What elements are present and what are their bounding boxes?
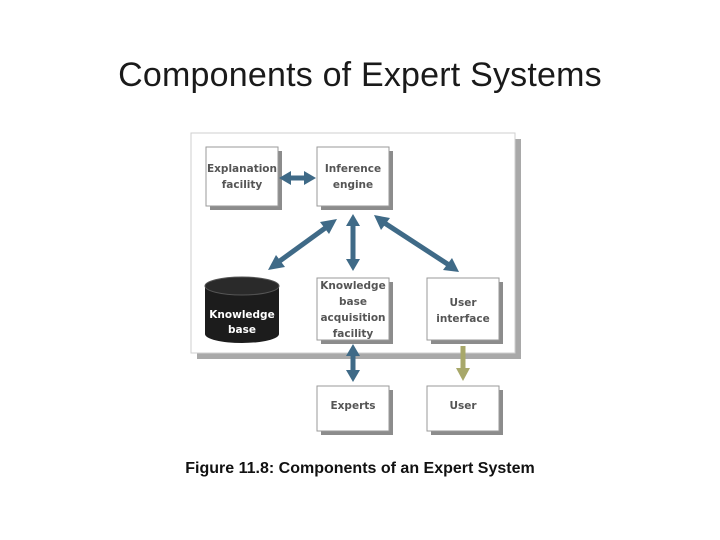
user-interface-box: User interface (426, 277, 503, 344)
figure-caption: Figure 11.8: Components of an Expert Sys… (185, 460, 535, 477)
inference-engine-box: Inference engine (316, 146, 393, 210)
arrow-inference-user-interface (374, 215, 459, 272)
kb-acquisition-label-1: Knowledge (320, 280, 385, 292)
inference-engine-label-2: engine (333, 179, 373, 191)
user-interface-label-1: User (449, 297, 477, 309)
experts-label: Experts (330, 400, 375, 412)
experts-box: Experts (316, 385, 393, 435)
arrow-inference-knowledge-base (268, 219, 337, 270)
arrow-explanation-inference (279, 171, 316, 185)
kb-acquisition-label-4: facility (333, 328, 374, 340)
arrow-kb-acquisition-experts (346, 344, 360, 382)
knowledge-base-label-1: Knowledge (209, 309, 274, 321)
user-box: User (426, 385, 503, 435)
knowledge-base-acquisition-facility-box: Knowledge base acquisition facility (316, 277, 393, 344)
inference-engine-label-1: Inference (325, 163, 381, 175)
slide-title: Components of Expert Systems (118, 56, 602, 94)
knowledge-base-cylinder: Knowledge base (204, 276, 280, 343)
user-interface-label-2: interface (436, 313, 489, 325)
arrow-inference-kb-acquisition (346, 214, 360, 271)
arrow-user-interface-user (456, 346, 470, 381)
explanation-facility-label-1: Explanation (207, 163, 277, 175)
knowledge-base-label-2: base (228, 324, 256, 336)
explanation-facility-box: Explanation facility (205, 146, 282, 210)
user-label: User (449, 400, 477, 412)
kb-acquisition-label-3: acquisition (320, 312, 385, 324)
kb-acquisition-label-2: base (339, 296, 367, 308)
explanation-facility-label-2: facility (222, 179, 263, 191)
